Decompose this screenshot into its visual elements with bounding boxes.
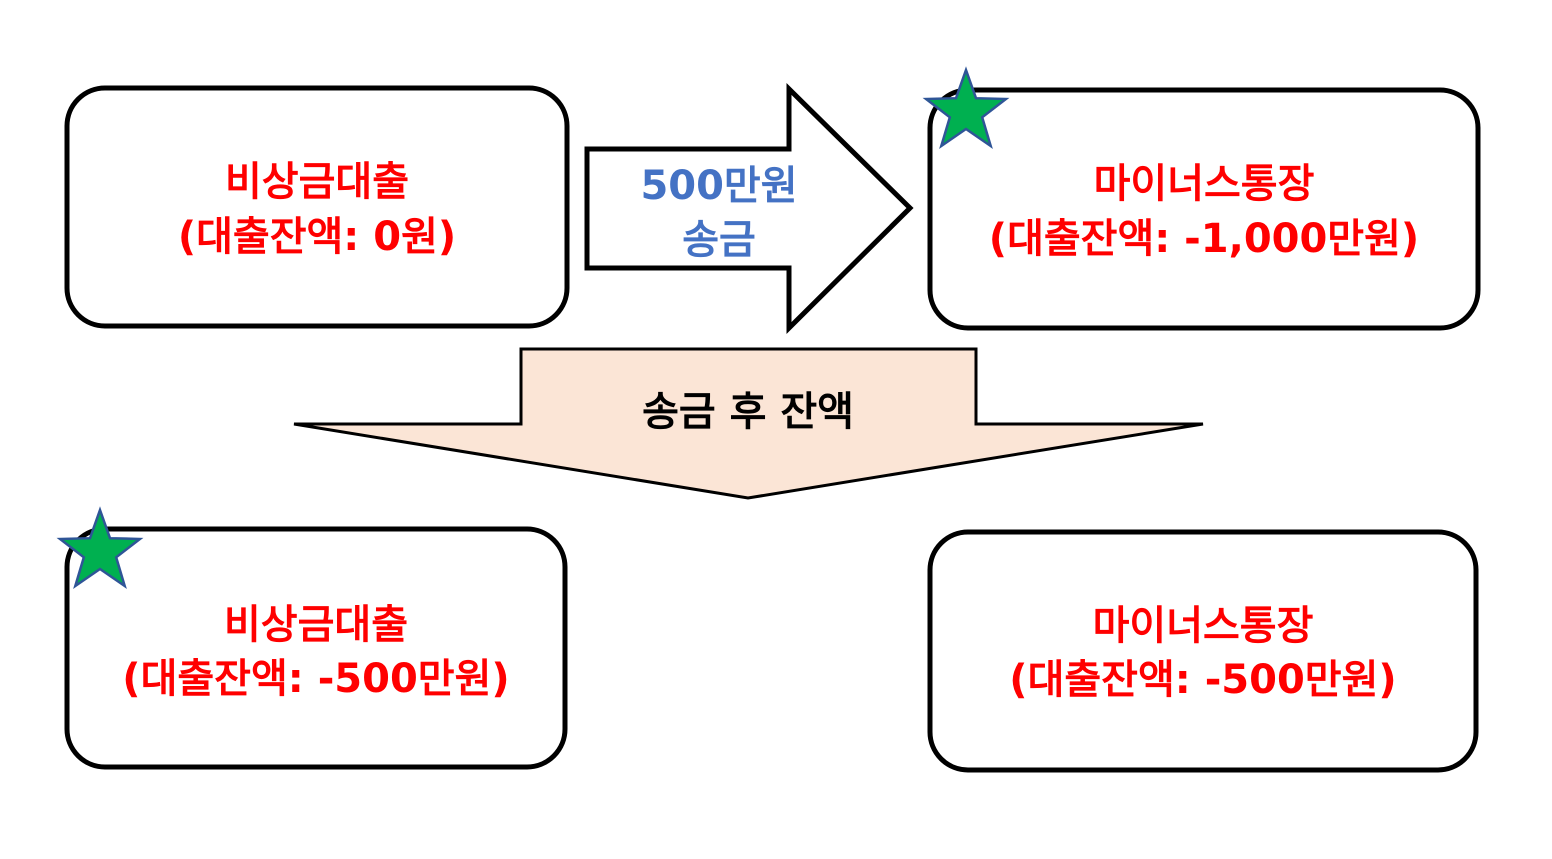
after-right-box: 마이너스통장 (대출잔액: -500만원)	[927, 529, 1479, 773]
before-left-box: 비상금대출 (대출잔액: 0원)	[64, 85, 570, 329]
star-icon	[56, 506, 144, 590]
box-title: 마이너스통장	[1093, 603, 1314, 649]
box-subtitle: (대출잔액: 0원)	[178, 214, 456, 260]
transfer-arrow: 500만원 송금	[584, 83, 914, 335]
box-border	[927, 529, 1479, 773]
box-border	[927, 87, 1481, 331]
star-icon	[922, 66, 1010, 150]
box-title: 마이너스통장	[1094, 161, 1315, 207]
box-title: 비상금대출	[224, 602, 408, 648]
result-label: 송금 후 잔액	[642, 389, 854, 435]
box-title: 비상금대출	[225, 159, 409, 205]
box-subtitle: (대출잔액: -500만원)	[1009, 657, 1396, 703]
arrow-down-shape	[293, 347, 1204, 500]
transfer-amount: 500만원	[640, 163, 797, 209]
box-subtitle: (대출잔액: -1,000만원)	[989, 216, 1419, 262]
box-border	[64, 526, 568, 770]
box-border	[64, 85, 570, 329]
transfer-label: 송금	[682, 217, 756, 263]
before-right-box: 마이너스통장 (대출잔액: -1,000만원)	[922, 66, 1481, 331]
result-arrow: 송금 후 잔액	[293, 347, 1204, 500]
after-left-box: 비상금대출 (대출잔액: -500만원)	[56, 506, 568, 770]
arrow-right-shape	[584, 83, 914, 335]
box-subtitle: (대출잔액: -500만원)	[122, 656, 509, 702]
